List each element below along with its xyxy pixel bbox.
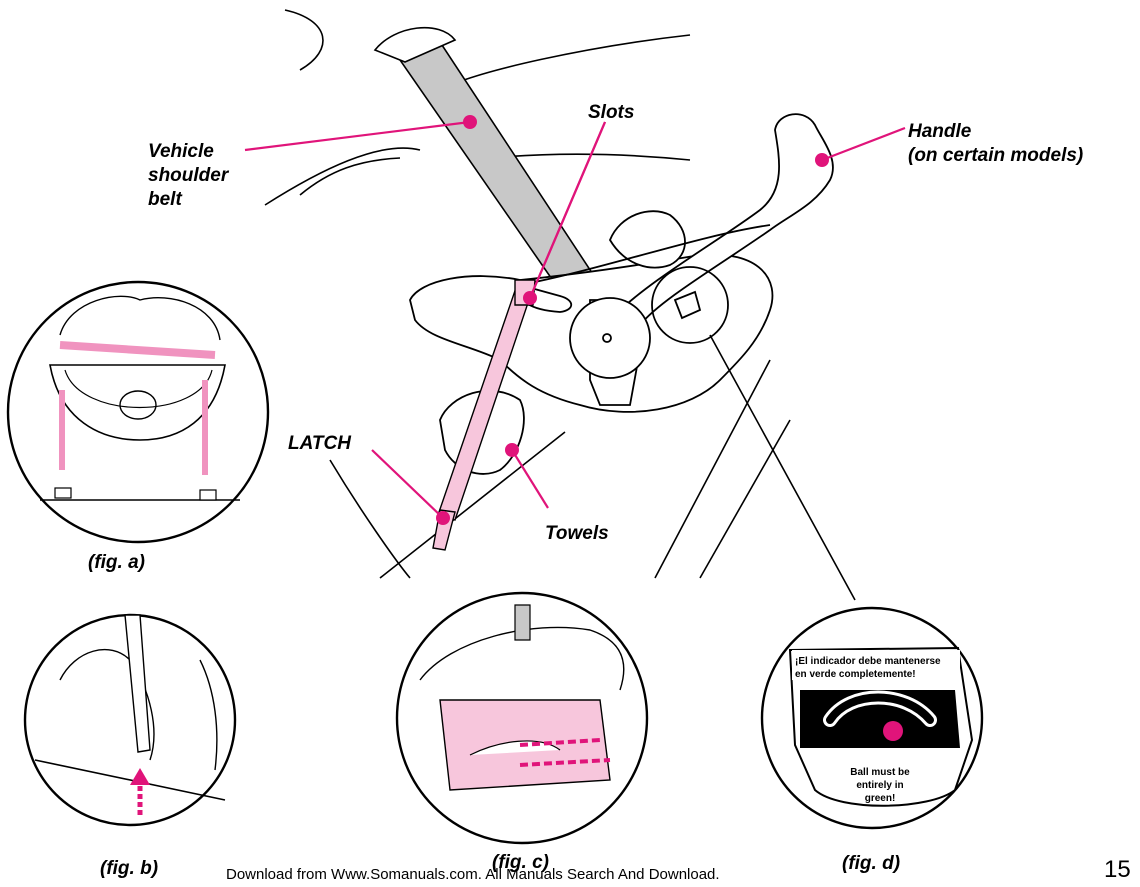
fig-b-inset bbox=[25, 615, 235, 825]
sticker-english-line3: green! bbox=[865, 793, 896, 804]
label-latch: LATCH bbox=[288, 432, 351, 456]
fig-c-inset bbox=[397, 593, 647, 843]
caption-fig-b: (fig. b) bbox=[100, 858, 158, 880]
footer-download-text: Download from Www.Somanuals.com. All Man… bbox=[226, 866, 720, 883]
sticker-english-line1: Ball must be bbox=[850, 767, 910, 778]
label-vehicle-shoulder-belt: Vehicle shoulder belt bbox=[148, 140, 228, 212]
page-number: 15 bbox=[1104, 856, 1131, 884]
caption-fig-a: (fig. a) bbox=[88, 552, 145, 574]
sticker-spanish-line1: ¡El indicador debe mantenerse bbox=[795, 656, 941, 667]
label-handle: Handle (on certain models) bbox=[908, 120, 1083, 168]
sticker-spanish-line2: en verde completemente! bbox=[795, 669, 916, 680]
label-slots: Slots bbox=[588, 101, 634, 125]
sticker-english-line2: entirely in bbox=[856, 780, 903, 791]
fig-d-pointer bbox=[710, 335, 855, 600]
label-towels: Towels bbox=[545, 522, 609, 546]
fig-d-inset: ¡El indicador debe mantenerse en verde c… bbox=[762, 608, 982, 828]
shoulder-belt bbox=[375, 28, 600, 298]
fig-a-inset bbox=[8, 282, 268, 542]
caption-fig-d: (fig. d) bbox=[842, 853, 900, 875]
